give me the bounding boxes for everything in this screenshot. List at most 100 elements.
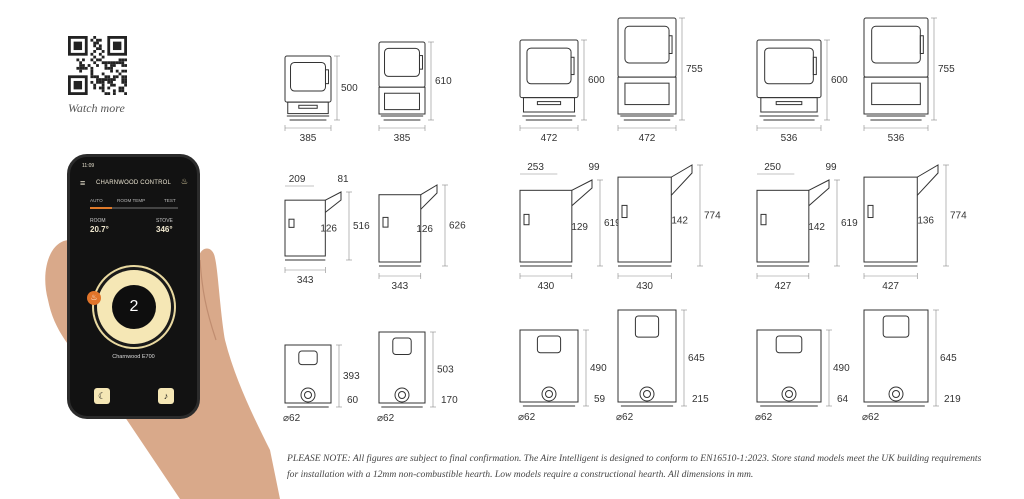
mode-tab-room-temp[interactable]: ROOM TEMP bbox=[117, 198, 146, 203]
stove-side-body bbox=[378, 194, 422, 263]
dimension-label: 645 bbox=[688, 353, 705, 364]
log-store-opening bbox=[384, 92, 420, 111]
flue-height-label: 126 bbox=[320, 223, 337, 234]
room-temperature: 20.7° bbox=[90, 225, 109, 234]
inlet-diameter-label: ⌀62 bbox=[377, 413, 395, 424]
room-label: ROOM bbox=[90, 218, 106, 224]
flue-outlet bbox=[571, 179, 593, 207]
stove-handle bbox=[668, 35, 673, 54]
flue-height-label: 126 bbox=[416, 224, 433, 235]
night-mode-icon[interactable]: ☾ bbox=[94, 388, 110, 404]
flue-height-label: 136 bbox=[917, 216, 934, 227]
side-handle bbox=[288, 218, 295, 228]
dimension-label: 536 bbox=[781, 133, 798, 144]
front-view-tall-1: 755 472 bbox=[617, 17, 703, 144]
dimension-label: 385 bbox=[300, 133, 317, 144]
phone-clock: 11:09 bbox=[82, 163, 95, 169]
mode-tab-auto[interactable]: AUTO bbox=[90, 198, 103, 203]
dimension-label: 472 bbox=[541, 133, 558, 144]
rear-vent bbox=[882, 315, 910, 338]
inlet-height-label: 219 bbox=[944, 394, 961, 405]
log-store-opening bbox=[624, 82, 670, 106]
stove-handle bbox=[324, 69, 329, 85]
inlet-diameter-label: ⌀62 bbox=[616, 412, 634, 423]
side-handle bbox=[523, 213, 530, 226]
inlet-height-label: 215 bbox=[692, 394, 709, 405]
air-inlet-core bbox=[398, 391, 406, 399]
dimension-label: 490 bbox=[590, 363, 607, 374]
dimension-label: 755 bbox=[686, 64, 703, 75]
air-inlet bbox=[781, 386, 797, 402]
air-inlet bbox=[300, 387, 316, 403]
inlet-height-label: 59 bbox=[594, 394, 606, 405]
rear-view-tall-2: 645 219 ⌀62 bbox=[862, 309, 961, 423]
top-depth-label: 209 bbox=[289, 174, 306, 185]
inlet-height-label: 60 bbox=[347, 395, 359, 406]
rear-vent bbox=[392, 337, 412, 355]
flame-icon[interactable]: ♨ bbox=[87, 291, 101, 305]
dimension-label: 472 bbox=[639, 133, 656, 144]
dimension-label: 427 bbox=[882, 281, 899, 292]
flue-offset-label: 81 bbox=[337, 174, 349, 185]
air-inlet-core bbox=[304, 391, 312, 399]
power-dial[interactable]: 2 bbox=[97, 270, 171, 344]
flue-height-label: 129 bbox=[571, 222, 588, 233]
side-handle bbox=[867, 204, 874, 219]
rear-vent bbox=[634, 315, 660, 338]
phone-app-title: CHARNWOOD CONTROL bbox=[95, 180, 172, 186]
qr-code-icon[interactable] bbox=[68, 36, 127, 95]
mode-tab-test[interactable]: TEST bbox=[164, 198, 176, 203]
dimension-label: 626 bbox=[449, 221, 466, 232]
air-inlet-core bbox=[892, 390, 900, 398]
side-handle bbox=[621, 204, 628, 219]
top-depth-label: 253 bbox=[527, 162, 544, 173]
dimension-label: 774 bbox=[950, 211, 967, 222]
rear-view-tall-1: 645 215 ⌀62 bbox=[616, 309, 709, 423]
dimension-label: 610 bbox=[435, 76, 452, 87]
dimension-label: 645 bbox=[940, 353, 957, 364]
dimension-label: 430 bbox=[538, 281, 555, 292]
stove-model-name: Charnwood E700 bbox=[112, 354, 155, 360]
dimension-label: 536 bbox=[888, 133, 905, 144]
flue-outlet bbox=[420, 184, 438, 210]
menu-icon[interactable]: ≡ bbox=[80, 178, 86, 188]
air-inlet bbox=[639, 386, 655, 402]
stove-side-body bbox=[617, 176, 672, 263]
dial-value: 2 bbox=[112, 285, 156, 329]
stove-rear-body bbox=[378, 331, 426, 404]
watch-more-caption: Watch more bbox=[68, 101, 125, 115]
dimension-label: 619 bbox=[604, 218, 621, 229]
stove-handle bbox=[418, 55, 423, 70]
dimension-label: 385 bbox=[394, 133, 411, 144]
disclaimer-note: PLEASE NOTE: All figures are subject to … bbox=[287, 453, 982, 480]
dimension-label: 430 bbox=[636, 281, 653, 292]
dimension-label: 503 bbox=[437, 365, 454, 376]
inlet-height-label: 64 bbox=[837, 394, 849, 405]
dimension-label: 427 bbox=[775, 281, 792, 292]
mode-indicator bbox=[90, 207, 178, 209]
stove-handle bbox=[570, 56, 575, 76]
flue-offset-label: 99 bbox=[825, 162, 837, 173]
stove-side-body bbox=[756, 189, 810, 263]
log-store-opening bbox=[871, 82, 921, 106]
rear-vent bbox=[775, 335, 803, 354]
flue-outlet bbox=[670, 164, 693, 196]
dimension-label: 774 bbox=[704, 211, 721, 222]
stove-rear-body bbox=[756, 329, 822, 403]
stove-side-body bbox=[863, 176, 918, 263]
stove-temperature: 346° bbox=[156, 225, 173, 234]
inlet-diameter-label: ⌀62 bbox=[518, 412, 536, 423]
mute-icon[interactable]: ♪ bbox=[158, 388, 174, 404]
air-inlet bbox=[394, 387, 410, 403]
flue-height-label: 142 bbox=[808, 222, 825, 233]
inlet-diameter-label: ⌀62 bbox=[862, 412, 880, 423]
inlet-height-label: 170 bbox=[441, 395, 458, 406]
